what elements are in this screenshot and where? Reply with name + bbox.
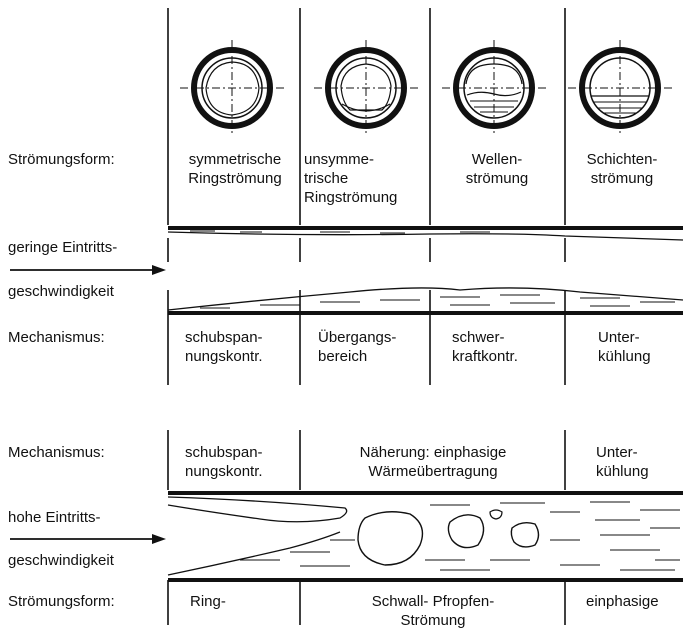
bottom-mechanismus-label: Mechanismus: xyxy=(8,443,105,462)
cross-section-stratified xyxy=(568,40,672,136)
bottom-mechanism-shear: schubspan- nungskontr. xyxy=(185,443,263,481)
top-form-symmetric: symmetrische Ringströmung xyxy=(170,150,300,188)
top-inlet-label-2: geschwindigkeit xyxy=(8,282,114,301)
top-inlet-label-1: geringe Eintritts- xyxy=(8,238,117,257)
bottom-inlet-label-2: geschwindigkeit xyxy=(8,551,114,570)
bottom-stroemungsform-label: Strömungsform: xyxy=(8,592,115,611)
bottom-form-annular: Ring- xyxy=(190,592,226,611)
cross-section-asymmetric-annular xyxy=(314,40,418,136)
top-form-stratified: Schichten- strömung xyxy=(567,150,677,188)
top-mechanism-transition: Übergangs- bereich xyxy=(318,328,396,366)
bottom-form-single-phase: einphasige xyxy=(586,592,659,611)
top-form-wavy: Wellen- strömung xyxy=(432,150,562,188)
top-stroemungsform-label: Strömungsform: xyxy=(8,150,115,169)
top-mechanism-gravity: schwer- kraftkontr. xyxy=(452,328,518,366)
bottom-mechanism-subcooling: Unter- kühlung xyxy=(596,443,649,481)
cross-section-symmetric-annular xyxy=(180,40,284,136)
top-form-asymmetric: unsymme- trische Ringströmung xyxy=(304,150,397,207)
top-mechanism-shear: schubspan- nungskontr. xyxy=(185,328,263,366)
top-mechanismus-label: Mechanismus: xyxy=(8,328,105,347)
top-mechanism-subcooling: Unter- kühlung xyxy=(598,328,651,366)
pipe-low-velocity xyxy=(168,228,683,313)
bottom-form-slug-plug: Schwall- Pfropfen- Strömung xyxy=(302,592,564,630)
bottom-mechanism-single-phase: Näherung: einphasige Wärmeübertragung xyxy=(302,443,564,481)
inlet-arrow-low xyxy=(10,265,166,275)
pipe-high-velocity xyxy=(168,493,683,580)
bottom-inlet-label-1: hohe Eintritts- xyxy=(8,508,101,527)
inlet-arrow-high xyxy=(10,534,166,544)
cross-section-wavy xyxy=(442,40,546,136)
